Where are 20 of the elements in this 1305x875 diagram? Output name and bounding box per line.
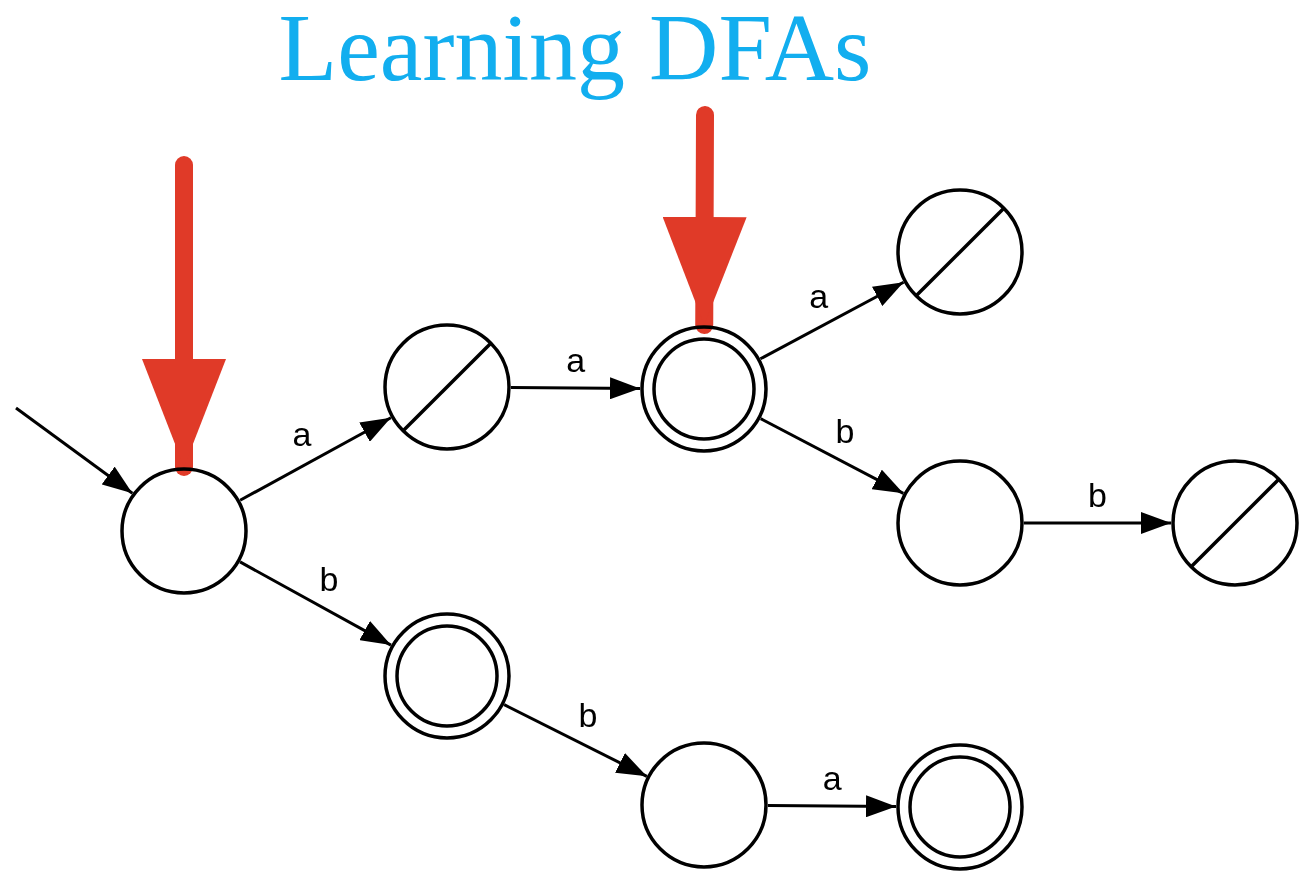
start-arrow: [15, 406, 134, 495]
state-circle: [120, 467, 248, 595]
accepting-state-circle: [896, 743, 1024, 871]
slashed-state-circle: [896, 188, 1024, 316]
state-circle: [896, 459, 1024, 587]
state-circle: [640, 741, 768, 869]
transition-arrow: [768, 795, 896, 818]
pointer-arrow: [662, 106, 747, 334]
transition-arrow: [760, 417, 904, 495]
transition-arrow: [239, 560, 392, 647]
slashed-state-circle: [383, 323, 511, 451]
transition-arrow: [239, 416, 392, 502]
transition-arrow: [511, 377, 640, 400]
accepting-state-circle: [640, 325, 768, 453]
pointer-arrow: [142, 156, 226, 476]
transition-arrow: [759, 280, 905, 361]
transition-arrow: [1024, 512, 1171, 534]
slashed-state-circle: [1171, 459, 1299, 587]
accepting-state-circle: [383, 612, 511, 740]
transition-arrow: [503, 703, 648, 778]
